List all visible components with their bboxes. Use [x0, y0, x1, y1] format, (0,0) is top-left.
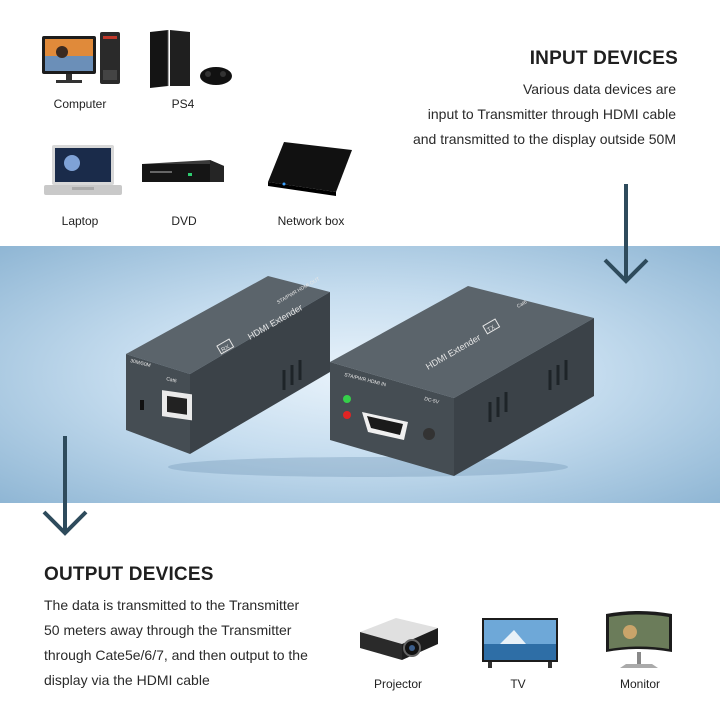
output-arrow-shaft: [63, 436, 67, 532]
input-line-2: input to Transmitter through HDMI cable: [427, 106, 676, 122]
input-line-1: Various data devices are: [522, 81, 676, 97]
transmitter-unit: [330, 286, 594, 476]
laptop-label: Laptop: [61, 214, 99, 228]
output-line-1: The data is transmitted to the Transmitt…: [44, 597, 300, 613]
receiver-badge-text: RX: [221, 344, 231, 353]
tv-label: TV: [510, 677, 526, 691]
transmitter-badge-text: TX: [487, 325, 497, 334]
input-arrow-icon: [603, 258, 649, 284]
receiver-port-label: Cat6: [166, 376, 178, 384]
transmitter-top-label: Cat6: [516, 299, 528, 310]
output-line-3: through Cate5e/6/7, and then output to t…: [44, 647, 308, 663]
network-box-icon: [268, 142, 352, 196]
ps4-icon: [150, 30, 232, 88]
ps4-label: PS4: [171, 97, 195, 111]
output-arrow-icon: [42, 510, 88, 536]
receiver-unit: [126, 276, 330, 454]
output-devices-title: OUTPUT DEVICES: [44, 564, 214, 585]
output-line-2: 50 meters away through the Transmitter: [44, 622, 292, 638]
monitor-icon: [606, 611, 672, 668]
monitor-label: Monitor: [619, 677, 660, 691]
input-arrow-shaft: [624, 184, 628, 280]
input-devices-description: Various data devices are input to Transm…: [356, 77, 676, 152]
projector-icon: [360, 618, 438, 660]
projector-label: Projector: [373, 677, 423, 691]
dvd-label: DVD: [171, 214, 197, 228]
hdmi-extender-pair-image: HDMI Extender STA/PWR HDMI OUT 30M/50M C…: [126, 276, 594, 477]
output-line-4: display via the HDMI cable: [44, 672, 210, 688]
output-devices-description: The data is transmitted to the Transmitt…: [44, 593, 364, 693]
input-line-3: and transmitted to the display outside 5…: [412, 131, 676, 147]
computer-icon: [42, 32, 120, 84]
computer-label: Computer: [53, 97, 107, 111]
network-box-label: Network box: [277, 214, 345, 228]
tv-icon: [482, 618, 558, 668]
input-devices-title: INPUT DEVICES: [529, 48, 678, 69]
transmitter-front-right: DC-5V: [424, 396, 441, 406]
laptop-icon: [44, 145, 122, 195]
receiver-side-label: 30M/50M: [130, 358, 152, 369]
receiver-badge: RX: [216, 338, 235, 355]
transmitter-badge: TX: [482, 318, 501, 335]
dvd-icon: [142, 160, 224, 182]
